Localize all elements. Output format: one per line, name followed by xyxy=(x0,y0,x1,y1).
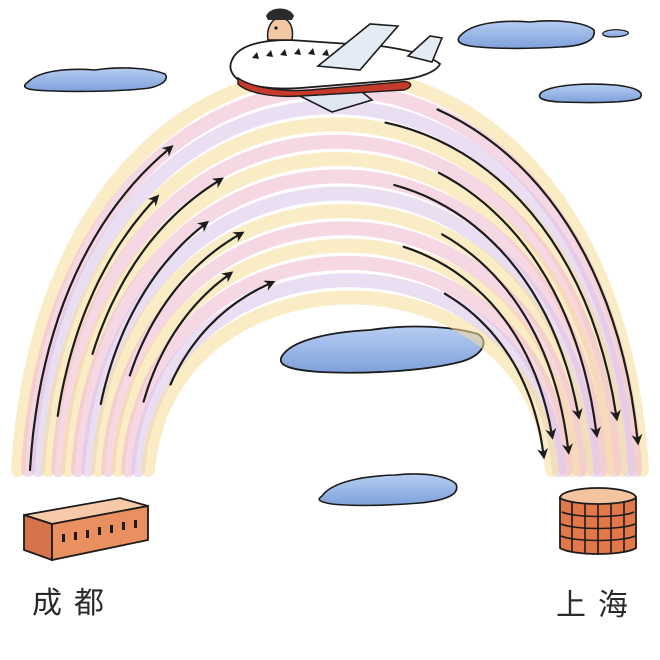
arrow-icon xyxy=(384,121,621,422)
cloud-icon xyxy=(538,83,642,104)
arrow-icon xyxy=(56,194,160,417)
cloud-icon xyxy=(318,473,458,507)
arc-band xyxy=(41,117,629,477)
origin-city-label: 成都 xyxy=(32,586,116,621)
cloud-icon xyxy=(279,325,485,374)
arrow-icon xyxy=(443,292,549,460)
destination-city-label: 上海 xyxy=(556,588,640,623)
arrow-icon xyxy=(142,271,234,403)
arrow-icon xyxy=(128,231,245,377)
flight-arc-bands xyxy=(11,65,649,477)
arc-band xyxy=(111,238,580,477)
arc-band xyxy=(101,221,587,477)
pilot-figure xyxy=(266,8,294,41)
arrow-icon xyxy=(28,145,174,472)
arc-band xyxy=(51,134,622,477)
arrow-icon xyxy=(402,245,557,440)
arrow-icon xyxy=(91,177,224,355)
building-icon xyxy=(23,497,149,562)
arc-band xyxy=(91,203,594,477)
arrow-icon xyxy=(437,171,602,438)
cloud-icon xyxy=(457,20,629,50)
arrow-icon xyxy=(99,220,209,406)
flight-arrows xyxy=(28,108,643,472)
arrow-icon xyxy=(393,183,583,420)
round-building-icon xyxy=(559,487,637,555)
arrow-icon xyxy=(441,233,573,455)
airplane-icon xyxy=(229,8,444,113)
arrow-icon xyxy=(436,108,643,446)
cloud-icon xyxy=(23,67,167,93)
arrow-icon xyxy=(169,280,276,386)
arc-band xyxy=(71,169,608,477)
arc-band xyxy=(131,273,566,477)
arc-band xyxy=(121,256,573,477)
